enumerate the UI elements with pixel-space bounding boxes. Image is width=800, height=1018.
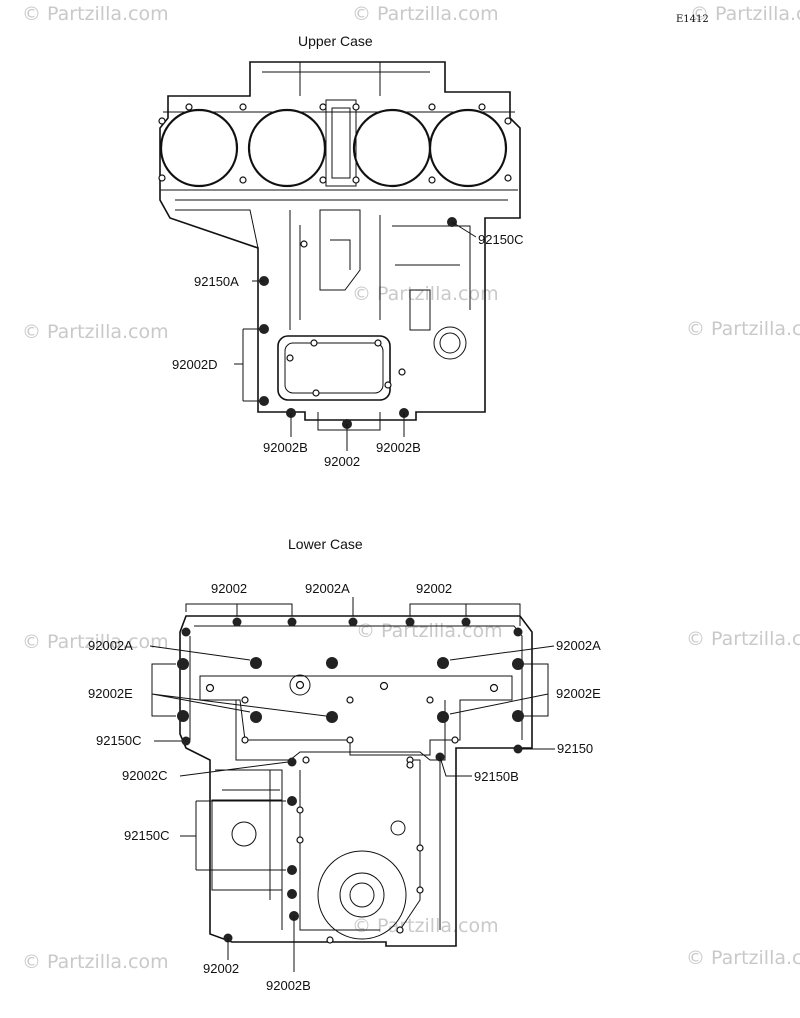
label-92002B-right: 92002B	[376, 440, 421, 455]
label-top-92002A: 92002A	[305, 581, 350, 596]
diagram-code: E1412	[676, 14, 709, 25]
lower-case-title: Lower Case	[288, 536, 363, 552]
watermark: © Partzilla.com	[352, 283, 499, 305]
label-92002B-left: 92002B	[263, 440, 308, 455]
lower-case-group: Lower Case	[88, 536, 601, 993]
label-92150C-upper: 92150C	[96, 733, 142, 748]
leader-92002A-right	[449, 645, 555, 661]
watermark: © Partzilla.com	[352, 915, 499, 937]
label-top-92002-left: 92002	[211, 581, 247, 596]
leader-92150B	[439, 756, 472, 777]
watermark: © Partzilla.com	[686, 947, 800, 969]
leader-92002E-left	[151, 663, 327, 717]
leader-92150C	[451, 221, 477, 238]
upper-case-drawing	[158, 61, 521, 431]
watermark: © Partzilla.com	[22, 951, 169, 973]
watermark: © Partzilla.com	[22, 321, 169, 343]
label-92150A: 92150A	[194, 274, 239, 289]
upper-case-title: Upper Case	[298, 33, 373, 49]
watermark: © Partzilla.com	[22, 631, 169, 653]
watermark: © Partzilla.com	[22, 3, 169, 25]
watermark: © Partzilla.com	[356, 620, 503, 642]
lower-case-drawing	[177, 615, 533, 947]
label-92002C: 92002C	[122, 768, 168, 783]
label-top-92002-right: 92002	[416, 581, 452, 596]
label-92002A-right: 92002A	[556, 638, 601, 653]
label-92002A-left: 92002A	[88, 638, 133, 653]
label-92002E-right: 92002E	[556, 686, 601, 701]
leader-top-92002-left	[185, 603, 293, 616]
label-92150B: 92150B	[474, 769, 519, 784]
watermark: © Partzilla.com	[352, 3, 499, 25]
watermark: © Partzilla.com	[686, 318, 800, 340]
label-92150: 92150	[557, 741, 593, 756]
watermark: © Partzilla.com	[690, 3, 800, 25]
leader-92150C-lower	[180, 800, 286, 871]
label-92002D: 92002D	[172, 357, 218, 372]
leader-92002A-left	[149, 645, 251, 661]
upper-case-group: Upper Case	[158, 33, 524, 469]
label-92150C-lower: 92150C	[124, 828, 170, 843]
leader-92002D	[234, 328, 260, 402]
label-bottom-92002: 92002	[203, 961, 239, 976]
watermark: © Partzilla.com	[686, 628, 800, 650]
label-92150C: 92150C	[478, 232, 524, 247]
leader-92002E-right	[449, 663, 549, 717]
label-bottom-92002B: 92002B	[266, 978, 311, 993]
label-92002: 92002	[324, 454, 360, 469]
leader-top-92002-right	[409, 603, 521, 626]
label-92002E-left: 92002E	[88, 686, 133, 701]
leader-92002C	[179, 761, 289, 777]
